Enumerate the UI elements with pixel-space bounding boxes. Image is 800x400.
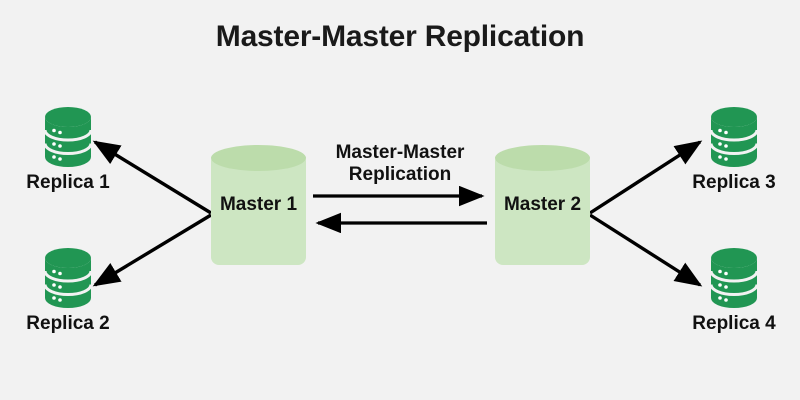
master-2-label: Master 2 [503,194,582,215]
database-icon [43,248,93,308]
replica-4-label: Replica 4 [692,313,776,334]
node-replica-1[interactable]: Replica 1 [8,106,128,194]
replication-caption-line1: Master-Master [335,142,465,163]
master-1-cylinder-top [211,145,306,171]
database-icon [709,248,759,308]
master-2-cylinder-body [495,157,590,265]
database-icon [709,107,759,167]
node-replica-4[interactable]: Replica 4 [674,247,794,335]
replica-3-label: Replica 3 [692,172,776,193]
master-1-cylinder-body [211,157,306,265]
database-icon [43,107,93,167]
replica-1-label: Replica 1 [26,172,110,193]
replication-caption-line2: Replication [348,164,452,186]
node-replica-2[interactable]: Replica 2 [8,247,128,335]
node-master-2[interactable]: Master 2 [495,145,590,265]
node-master-1[interactable]: Master 1 [211,145,306,265]
master-2-cylinder-top [495,145,590,171]
master-1-label: Master 1 [219,194,298,215]
replication-caption: Master-Master Replication [315,142,485,187]
node-replica-3[interactable]: Replica 3 [674,106,794,194]
replica-2-label: Replica 2 [26,313,110,334]
page-title: Master-Master Replication [215,20,585,53]
